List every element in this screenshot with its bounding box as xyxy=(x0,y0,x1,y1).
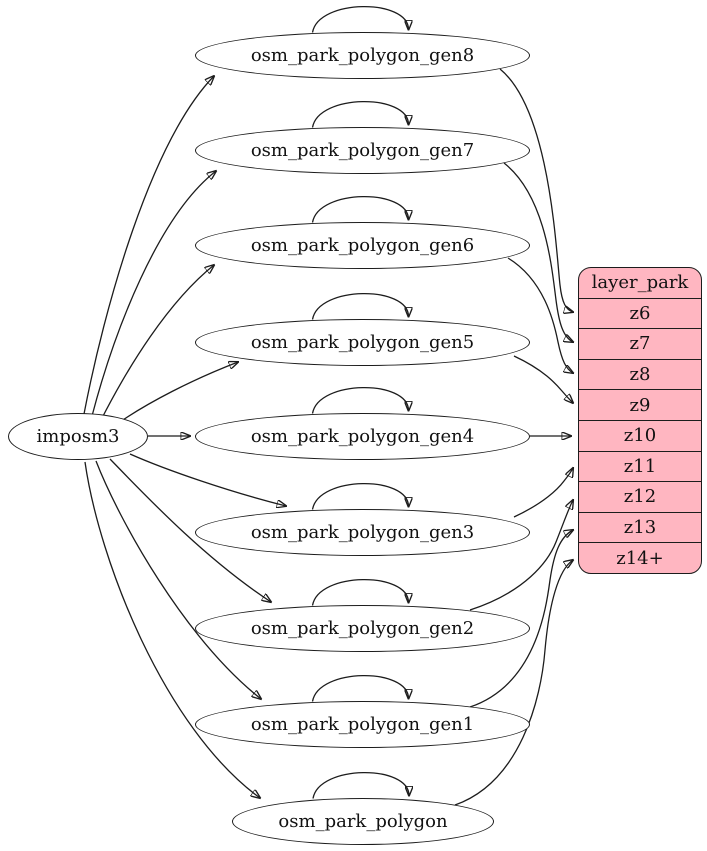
layer-row-z13: z13 xyxy=(579,511,701,543)
self-loop-gen4 xyxy=(311,387,409,414)
table-node-gen2-label: osm_park_polygon_gen2 xyxy=(250,617,475,639)
table-node-gen3-label: osm_park_polygon_gen3 xyxy=(250,521,475,543)
edge-gen5-to-z9 xyxy=(513,355,573,403)
edge-gen1-to-z13 xyxy=(469,530,573,708)
node-imposm3-label: imposm3 xyxy=(36,426,120,447)
table-node-gen3: osm_park_polygon_gen3 xyxy=(195,508,530,556)
table-node-gen4: osm_park_polygon_gen4 xyxy=(195,412,530,460)
layer-row-z10: z10 xyxy=(579,419,701,451)
edge-imposm3-to-gen6 xyxy=(100,265,214,421)
layer-row-z6: z6 xyxy=(579,297,701,329)
edge-imposm3-to-polygon xyxy=(84,461,260,798)
self-loop-gen3 xyxy=(311,483,409,510)
edge-gen7-to-z7 xyxy=(503,162,573,342)
edge-imposm3-to-gen5 xyxy=(113,362,238,427)
self-loop-polygon xyxy=(312,772,409,799)
layer-row-z11: z11 xyxy=(579,450,701,482)
self-loop-gen8 xyxy=(311,6,409,33)
table-node-gen8: osm_park_polygon_gen8 xyxy=(195,31,530,79)
self-loop-gen6 xyxy=(311,196,409,223)
table-node-gen6: osm_park_polygon_gen6 xyxy=(195,221,530,269)
table-node-gen1: osm_park_polygon_gen1 xyxy=(195,700,530,748)
table-node-gen1-label: osm_park_polygon_gen1 xyxy=(250,713,475,735)
layer-row-z9: z9 xyxy=(579,389,701,420)
table-node-gen5-label: osm_park_polygon_gen5 xyxy=(250,331,475,353)
edge-gen3-to-z11 xyxy=(513,468,573,518)
edge-imposm3-to-gen2 xyxy=(109,458,271,602)
edge-polygon-to-z14 xyxy=(454,560,573,806)
table-node-gen4-label: osm_park_polygon_gen4 xyxy=(250,425,475,447)
layer-row-z7: z7 xyxy=(579,328,701,359)
table-node-polygon-label: osm_park_polygon xyxy=(278,810,448,832)
self-loop-gen7 xyxy=(311,101,409,128)
table-node-gen6-label: osm_park_polygon_gen6 xyxy=(250,234,475,256)
edge-gen2-to-z12 xyxy=(469,500,573,611)
table-node-gen5: osm_park_polygon_gen5 xyxy=(195,318,530,366)
self-loop-gen2 xyxy=(311,579,409,606)
edge-imposm3-to-gen1 xyxy=(95,460,261,699)
layer-park-header: layer_park xyxy=(591,272,689,294)
layer-row-z12: z12 xyxy=(579,481,701,512)
edge-imposm3-to-gen8 xyxy=(83,76,214,415)
self-loop-gen1 xyxy=(311,675,409,702)
table-node-polygon: osm_park_polygon xyxy=(232,797,494,845)
table-node-gen8-label: osm_park_polygon_gen8 xyxy=(250,44,475,66)
layer-row-z14: z14+ xyxy=(579,542,701,573)
edge-imposm3-to-gen7 xyxy=(91,171,216,417)
node-imposm3: imposm3 xyxy=(8,413,148,460)
layer-row-z8: z8 xyxy=(579,358,701,390)
table-node-gen2: osm_park_polygon_gen2 xyxy=(195,604,530,652)
edge-imposm3-to-gen3 xyxy=(129,453,286,506)
layer-park-record: layer_park z6 z7 z8 z9 z10 z11 z12 z13 z… xyxy=(578,267,702,574)
table-node-gen7: osm_park_polygon_gen7 xyxy=(195,126,530,174)
edge-gen6-to-z8 xyxy=(507,257,573,373)
edge-gen8-to-z6 xyxy=(499,68,573,312)
table-node-gen7-label: osm_park_polygon_gen7 xyxy=(250,139,475,161)
self-loop-gen5 xyxy=(311,293,409,320)
